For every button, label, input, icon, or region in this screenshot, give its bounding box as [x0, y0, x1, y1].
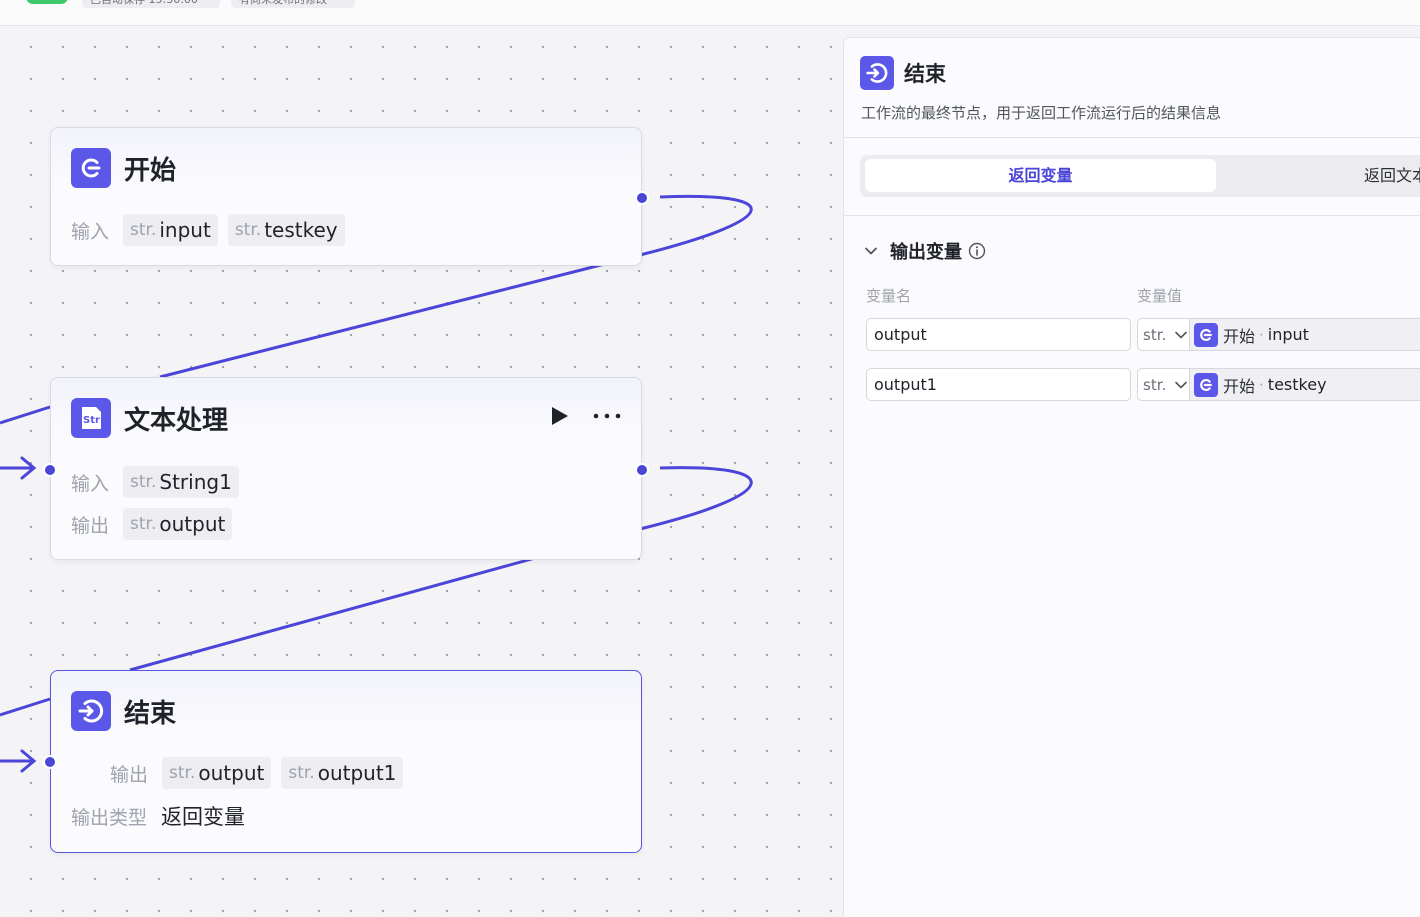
- output-mode-tabs: 返回变量 返回文本: [860, 155, 1420, 197]
- section-title: 输出变量: [890, 242, 962, 263]
- output-variables-section-header[interactable]: 输出变量: [864, 238, 986, 264]
- variable-tag: str.testkey: [227, 214, 345, 246]
- node-text-actions: [549, 406, 621, 426]
- top-bar: 已自动保存 15:30:00 有尚未发布的修改: [0, 0, 1420, 26]
- edge-incoming-end[interactable]: [0, 697, 51, 717]
- reference-variable-name: input: [1267, 325, 1309, 344]
- chevron-down-icon: [1175, 381, 1188, 388]
- edge-incoming-text[interactable]: [0, 405, 51, 425]
- panel-description[interactable]: 工作流的最终节点，用于返回工作流运行后的结果信息: [861, 104, 1222, 122]
- node-text-input-row: 输入 str.String1: [71, 466, 249, 498]
- node-text-process[interactable]: Str 文本处理 输入 str.String1 输出 str.output: [43, 377, 649, 560]
- autosave-status: 已自动保存 15:30:00: [82, 0, 220, 8]
- info-icon[interactable]: [968, 242, 986, 260]
- variable-tag: str.output1: [281, 757, 404, 789]
- node-text-title: 文本处理: [124, 405, 229, 436]
- tab-return-text[interactable]: 返回文本: [1364, 166, 1420, 185]
- panel-header: 结束: [860, 56, 946, 90]
- node-start-header: 开始: [71, 148, 176, 188]
- edge-text-to-end[interactable]: [129, 466, 753, 672]
- unpublished-changes-badge: 有尚未发布的修改: [231, 0, 355, 8]
- variable-tag: str.String1: [123, 466, 239, 498]
- variable-tag: str.output: [123, 508, 233, 540]
- svg-text:Str: Str: [83, 415, 100, 426]
- start-node-icon: [1194, 372, 1218, 397]
- node-end-input-handle[interactable]: [43, 755, 57, 769]
- input-label: 输入: [71, 220, 110, 243]
- node-end-output-row: 输出 str.output str.output1: [110, 757, 413, 789]
- node-end[interactable]: 结束 输出 str.output str.output1 输出类型 返回变量: [43, 670, 642, 853]
- node-end-title: 结束: [124, 698, 177, 729]
- column-header-name: 变量名: [866, 287, 912, 305]
- reference-node-name: 开始: [1223, 326, 1256, 346]
- node-start-input-row: 输入 str.input str.testkey: [71, 214, 355, 246]
- reference-node-name: 开始: [1223, 376, 1256, 396]
- arrow-into-end-node: [0, 749, 37, 773]
- node-start-output-handle[interactable]: [635, 191, 649, 205]
- node-start-title: 开始: [124, 155, 177, 186]
- output-label: 输出: [71, 514, 110, 537]
- output-type-label: 输出类型: [71, 806, 148, 829]
- node-config-panel: 结束 工作流的最终节点，用于返回工作流运行后的结果信息 返回变量 返回文本 输出…: [843, 37, 1420, 917]
- chevron-down-icon: [1175, 331, 1188, 338]
- edge-layer: [0, 194, 753, 773]
- arrow-into-text-node: [0, 456, 37, 480]
- divider: [844, 137, 1420, 138]
- variable-name-input[interactable]: output: [866, 318, 1131, 351]
- node-end-output-type-row: 输出类型 返回变量: [71, 800, 245, 832]
- input-label: 输入: [71, 472, 110, 495]
- column-header-value: 变量值: [1137, 287, 1183, 305]
- node-text-header: Str 文本处理: [71, 398, 228, 438]
- start-node-icon: [1194, 322, 1218, 347]
- reference-separator: ·: [1259, 325, 1264, 344]
- play-icon[interactable]: [549, 406, 569, 426]
- variable-name-input[interactable]: output1: [866, 368, 1131, 401]
- text-process-icon: Str: [71, 398, 111, 438]
- output-type-value: 返回变量: [161, 805, 246, 829]
- variable-tag: str.output: [162, 757, 272, 789]
- node-text-output-handle[interactable]: [635, 463, 649, 477]
- end-node-icon: [71, 691, 111, 731]
- reference-variable-name: testkey: [1267, 375, 1327, 394]
- node-text-input-handle[interactable]: [43, 463, 57, 477]
- panel-title[interactable]: 结束: [904, 62, 946, 86]
- divider: [844, 215, 1420, 216]
- variable-type-select[interactable]: str.: [1137, 368, 1189, 401]
- output-label: 输出: [110, 763, 149, 786]
- node-text-output-row: 输出 str.output: [71, 508, 242, 540]
- reference-separator: ·: [1259, 375, 1264, 394]
- variable-reference-select[interactable]: 开始 · input: [1189, 318, 1420, 351]
- chevron-down-icon[interactable]: [864, 244, 878, 258]
- edge-start-to-text[interactable]: [159, 194, 753, 379]
- workflow-canvas[interactable]: 开始 输入 str.input str.testkey Str 文本处理 输入 …: [0, 27, 842, 917]
- end-node-icon: [860, 56, 894, 90]
- variable-reference-select[interactable]: 开始 · testkey: [1189, 368, 1420, 401]
- variable-tag: str.input: [123, 214, 218, 246]
- start-node-icon: [71, 148, 111, 188]
- more-icon[interactable]: [593, 412, 621, 420]
- node-end-header: 结束: [71, 691, 176, 731]
- publish-status-indicator: [26, 0, 68, 4]
- node-start[interactable]: 开始 输入 str.input str.testkey: [50, 127, 649, 266]
- tab-return-variables[interactable]: 返回变量: [865, 159, 1216, 192]
- variable-type-select[interactable]: str.: [1137, 318, 1189, 351]
